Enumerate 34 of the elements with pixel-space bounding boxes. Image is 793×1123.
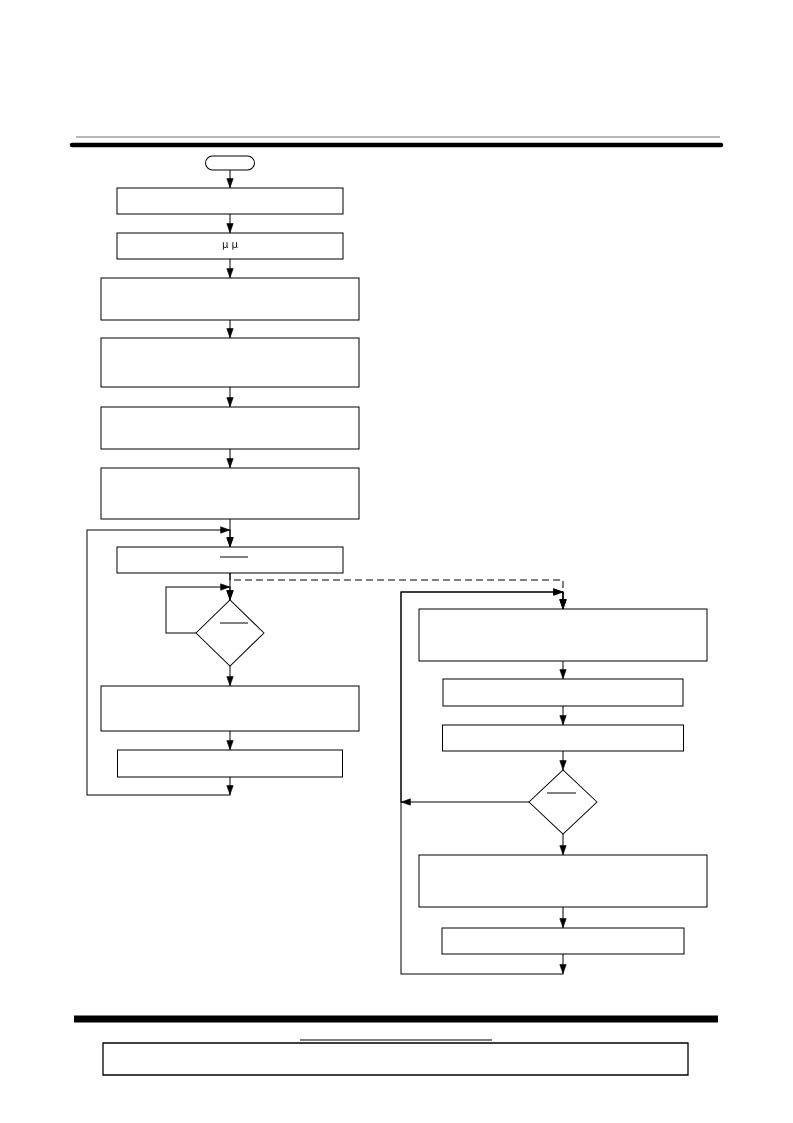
decision-diamond bbox=[195, 599, 265, 667]
process-box bbox=[116, 187, 344, 215]
arrow bbox=[559, 906, 567, 929]
arrow bbox=[226, 730, 234, 751]
footer-box bbox=[102, 1042, 689, 1076]
arrow bbox=[559, 833, 567, 856]
arrow bbox=[400, 588, 567, 806]
arrow bbox=[226, 448, 234, 469]
process-box bbox=[442, 724, 684, 752]
arrow bbox=[226, 169, 234, 189]
process-box bbox=[418, 854, 708, 908]
process-box bbox=[117, 749, 343, 778]
process-box bbox=[441, 927, 685, 955]
arrow bbox=[226, 518, 234, 548]
arrow bbox=[559, 660, 567, 680]
arrow bbox=[226, 386, 234, 408]
process-box bbox=[418, 608, 708, 662]
process-box bbox=[100, 685, 360, 732]
decision-diamond bbox=[528, 769, 598, 835]
process-box bbox=[442, 678, 684, 707]
process-box bbox=[100, 467, 360, 520]
arrow bbox=[226, 213, 234, 234]
arrow bbox=[86, 526, 234, 796]
process-box bbox=[116, 546, 344, 574]
arrow bbox=[559, 750, 567, 771]
arrow bbox=[226, 665, 234, 687]
arrow bbox=[226, 258, 234, 279]
arrow bbox=[226, 572, 234, 601]
process-box bbox=[100, 406, 360, 450]
arrow bbox=[559, 705, 567, 726]
arrow bbox=[226, 319, 234, 339]
process-box bbox=[100, 337, 360, 388]
process-box bbox=[100, 277, 360, 321]
process-box: μ μ bbox=[116, 232, 344, 260]
